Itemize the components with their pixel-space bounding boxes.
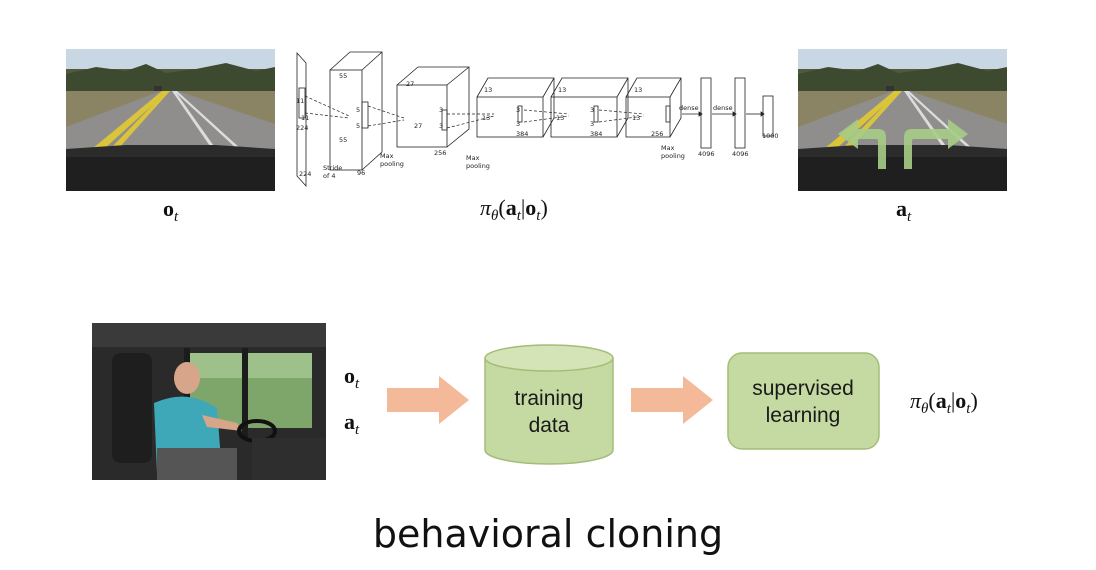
conv1-block: [329, 51, 383, 171]
supervised-learning-node: supervised learning: [727, 352, 880, 450]
svg-text:13: 13: [632, 114, 640, 122]
svg-text:11: 11: [301, 114, 309, 122]
svg-text:3: 3: [439, 122, 443, 130]
action-road-image: [798, 49, 1007, 191]
svg-text:13: 13: [556, 114, 564, 122]
svg-text:5: 5: [356, 122, 360, 130]
training-data-node: training data: [484, 344, 614, 466]
dense-layers: [682, 77, 774, 149]
flow-arrow-1: [387, 376, 469, 424]
svg-text:supervised: supervised: [752, 377, 854, 400]
svg-text:256: 256: [651, 130, 663, 138]
flow-arrow-2: [631, 376, 713, 424]
svg-text:Max: Max: [466, 154, 480, 162]
svg-text:4096: 4096: [698, 150, 715, 158]
svg-text:pooling: pooling: [661, 152, 685, 160]
observation-label: ot: [163, 196, 179, 226]
cnn-architecture-diagram: 11 11 224 224 Stride of 4 55 55 5 5 96 M…: [294, 48, 784, 190]
svg-text:13: 13: [484, 86, 492, 94]
svg-text:Max: Max: [661, 144, 675, 152]
input-layer: [296, 51, 307, 188]
svg-text:224: 224: [296, 124, 308, 132]
svg-text:4096: 4096: [732, 150, 749, 158]
svg-text:of 4: of 4: [323, 172, 335, 180]
svg-text:3: 3: [590, 106, 594, 114]
svg-text:pooling: pooling: [380, 160, 404, 168]
output-policy-label: πθ(at|ot): [910, 388, 978, 418]
svg-text:224: 224: [299, 170, 311, 178]
svg-text:dense: dense: [679, 104, 699, 112]
svg-text:96: 96: [357, 169, 365, 177]
svg-text:27: 27: [406, 80, 414, 88]
svg-text:11: 11: [296, 97, 304, 105]
input-label-action: at: [344, 409, 360, 439]
conv2-block: [396, 66, 470, 148]
svg-text:55: 55: [339, 136, 347, 144]
svg-text:3: 3: [590, 120, 594, 128]
svg-text:384: 384: [590, 130, 602, 138]
svg-text:55: 55: [339, 72, 347, 80]
svg-text:13: 13: [558, 86, 566, 94]
svg-text:learning: learning: [766, 404, 841, 427]
svg-text:27: 27: [414, 122, 422, 130]
svg-text:13: 13: [634, 86, 642, 94]
svg-text:3: 3: [516, 120, 520, 128]
svg-text:Max: Max: [380, 152, 394, 160]
conv4-block: [550, 77, 629, 138]
svg-text:training: training: [515, 387, 584, 410]
driver-photo: [92, 323, 326, 480]
slide-title: behavioral cloning: [372, 512, 724, 556]
svg-text:data: data: [529, 414, 570, 437]
svg-text:3: 3: [439, 106, 443, 114]
svg-text:dense: dense: [713, 104, 733, 112]
conv3-block: [476, 77, 555, 138]
svg-text:Stride: Stride: [323, 164, 342, 172]
svg-text:3: 3: [516, 106, 520, 114]
svg-text:5: 5: [356, 106, 360, 114]
observation-road-image: [66, 49, 275, 191]
svg-text:384: 384: [516, 130, 528, 138]
svg-text:1000: 1000: [762, 132, 779, 140]
svg-text:pooling: pooling: [466, 162, 490, 170]
action-label: at: [896, 196, 912, 226]
svg-text:256: 256: [434, 149, 446, 157]
svg-text:13: 13: [482, 114, 490, 122]
input-label-observation: ot: [344, 363, 360, 393]
policy-label: πθ(at|ot): [480, 195, 548, 225]
turn-arrows-icon: [838, 119, 968, 169]
